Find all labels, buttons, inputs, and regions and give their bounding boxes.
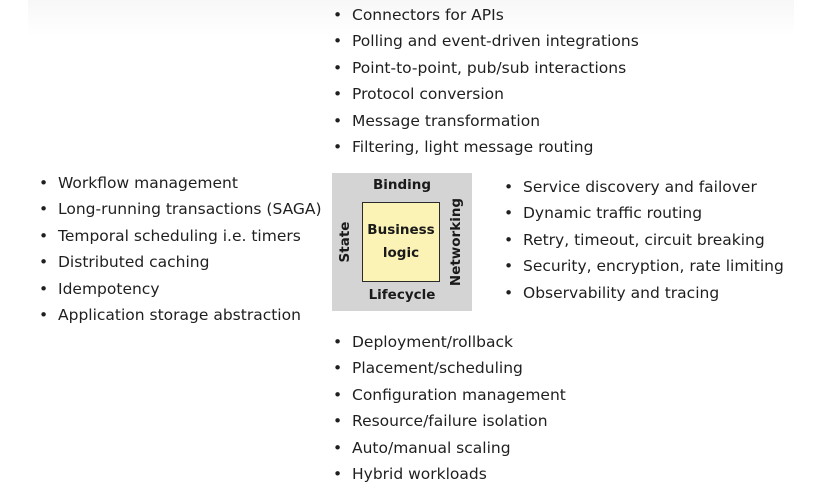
list-item: • Hybrid workloads (331, 461, 566, 487)
bullet-icon: • (333, 32, 343, 51)
bullet-icon: • (333, 111, 343, 130)
list-item-text: Deployment/rollback (352, 333, 513, 351)
bullet-icon: • (333, 138, 343, 157)
bullet-icon: • (504, 257, 514, 276)
bullet-icon: • (39, 253, 49, 272)
runtime-diagram: Binding State Networking Lifecycle Busin… (332, 173, 472, 311)
bullet-icon: • (333, 438, 343, 457)
list-item: • Connectors for APIs (331, 2, 639, 28)
list-item: • Point-to-point, pub/sub interactions (331, 55, 639, 81)
business-logic-line-1: Business (367, 222, 435, 238)
list-item-text: Configuration management (352, 385, 566, 404)
list-item: • Polling and event-driven integrations (331, 28, 639, 54)
list-item: • Security, encryption, rate limiting (502, 253, 784, 279)
networking-label: Networking (448, 197, 464, 287)
list-item: • Auto/manual scaling (331, 435, 566, 461)
list-item: • Message transformation (331, 108, 639, 134)
business-logic-box: Business logic (362, 202, 440, 282)
list-item-text: Retry, timeout, circuit breaking (523, 230, 765, 249)
list-item-text: Resource/failure isolation (352, 412, 548, 431)
binding-label: Binding (372, 177, 432, 193)
bullet-icon: • (333, 6, 343, 24)
state-capabilities-list: • Workflow management • Long-running transa… (37, 170, 322, 328)
list-item-text: Protocol conversion (352, 85, 504, 104)
bullet-icon: • (333, 85, 343, 104)
bullet-icon: • (39, 279, 49, 298)
top-header-band (28, 0, 794, 36)
bullet-icon: • (504, 204, 514, 223)
list-item: • Temporal scheduling i.e. timers (37, 223, 322, 249)
list-item: • Application storage abstraction (37, 302, 322, 328)
list-item-text: Auto/manual scaling (352, 438, 511, 457)
business-logic-line-2: logic (382, 245, 420, 261)
bullet-icon: • (39, 200, 49, 219)
list-item: • Observability and tracing (502, 280, 784, 306)
bullet-icon: • (39, 174, 49, 192)
list-item-text: Observability and tracing (523, 283, 720, 302)
list-item: • Service discovery and failover (502, 174, 784, 200)
list-item: • Distributed caching (37, 249, 322, 275)
bullet-icon: • (333, 58, 343, 77)
list-item-text: Application storage abstraction (58, 306, 301, 325)
list-item-text: Security, encryption, rate limiting (523, 257, 784, 276)
list-item-text: Filtering, light message routing (352, 138, 594, 157)
list-item-text: Temporal scheduling i.e. timers (58, 226, 301, 245)
bullet-icon: • (333, 412, 343, 431)
bullet-icon: • (333, 359, 343, 378)
bullet-icon: • (333, 385, 343, 404)
list-item: • Retry, timeout, circuit breaking (502, 227, 784, 253)
lifecycle-capabilities-list: • Deployment/rollback • Placement/schedulin… (331, 329, 566, 487)
bullet-icon: • (504, 283, 514, 302)
list-item-text: Connectors for APIs (352, 6, 504, 24)
list-item-text: Placement/scheduling (352, 359, 523, 378)
list-item-text: Idempotency (58, 279, 160, 298)
bullet-icon: • (333, 465, 343, 484)
list-item-text: Hybrid workloads (352, 465, 487, 484)
lifecycle-label: Lifecycle (368, 287, 436, 303)
list-item: • Filtering, light message routing (331, 134, 639, 160)
bullet-icon: • (333, 333, 343, 351)
list-item: • Idempotency (37, 276, 322, 302)
list-item-text: Point-to-point, pub/sub interactions (352, 58, 627, 77)
binding-capabilities-list: • Connectors for APIs • Polling and event-d… (331, 2, 639, 160)
list-item-text: Distributed caching (58, 253, 210, 272)
bullet-icon: • (504, 230, 514, 249)
list-item: • Protocol conversion (331, 81, 639, 107)
bullet-icon: • (39, 306, 49, 325)
networking-capabilities-list: • Service discovery and failover • Dynamic … (502, 174, 784, 306)
list-item: • Resource/failure isolation (331, 408, 566, 434)
list-item: • Workflow management (37, 170, 322, 196)
list-item-text: Message transformation (352, 111, 541, 130)
list-item: • Configuration management (331, 382, 566, 408)
list-item: • Long-running transactions (SAGA) (37, 196, 322, 222)
list-item-text: Long-running transactions (SAGA) (58, 200, 322, 219)
bullet-icon: • (39, 226, 49, 245)
list-item-text: Dynamic traffic routing (523, 204, 703, 223)
list-item: • Placement/scheduling (331, 355, 566, 381)
list-item-text: Workflow management (58, 174, 238, 192)
list-item-text: Polling and event-driven integrations (352, 32, 639, 51)
bullet-icon: • (504, 178, 514, 196)
state-label: State (337, 221, 353, 263)
list-item: • Dynamic traffic routing (502, 200, 784, 226)
list-item-text: Service discovery and failover (523, 178, 757, 196)
list-item: • Deployment/rollback (331, 329, 566, 355)
